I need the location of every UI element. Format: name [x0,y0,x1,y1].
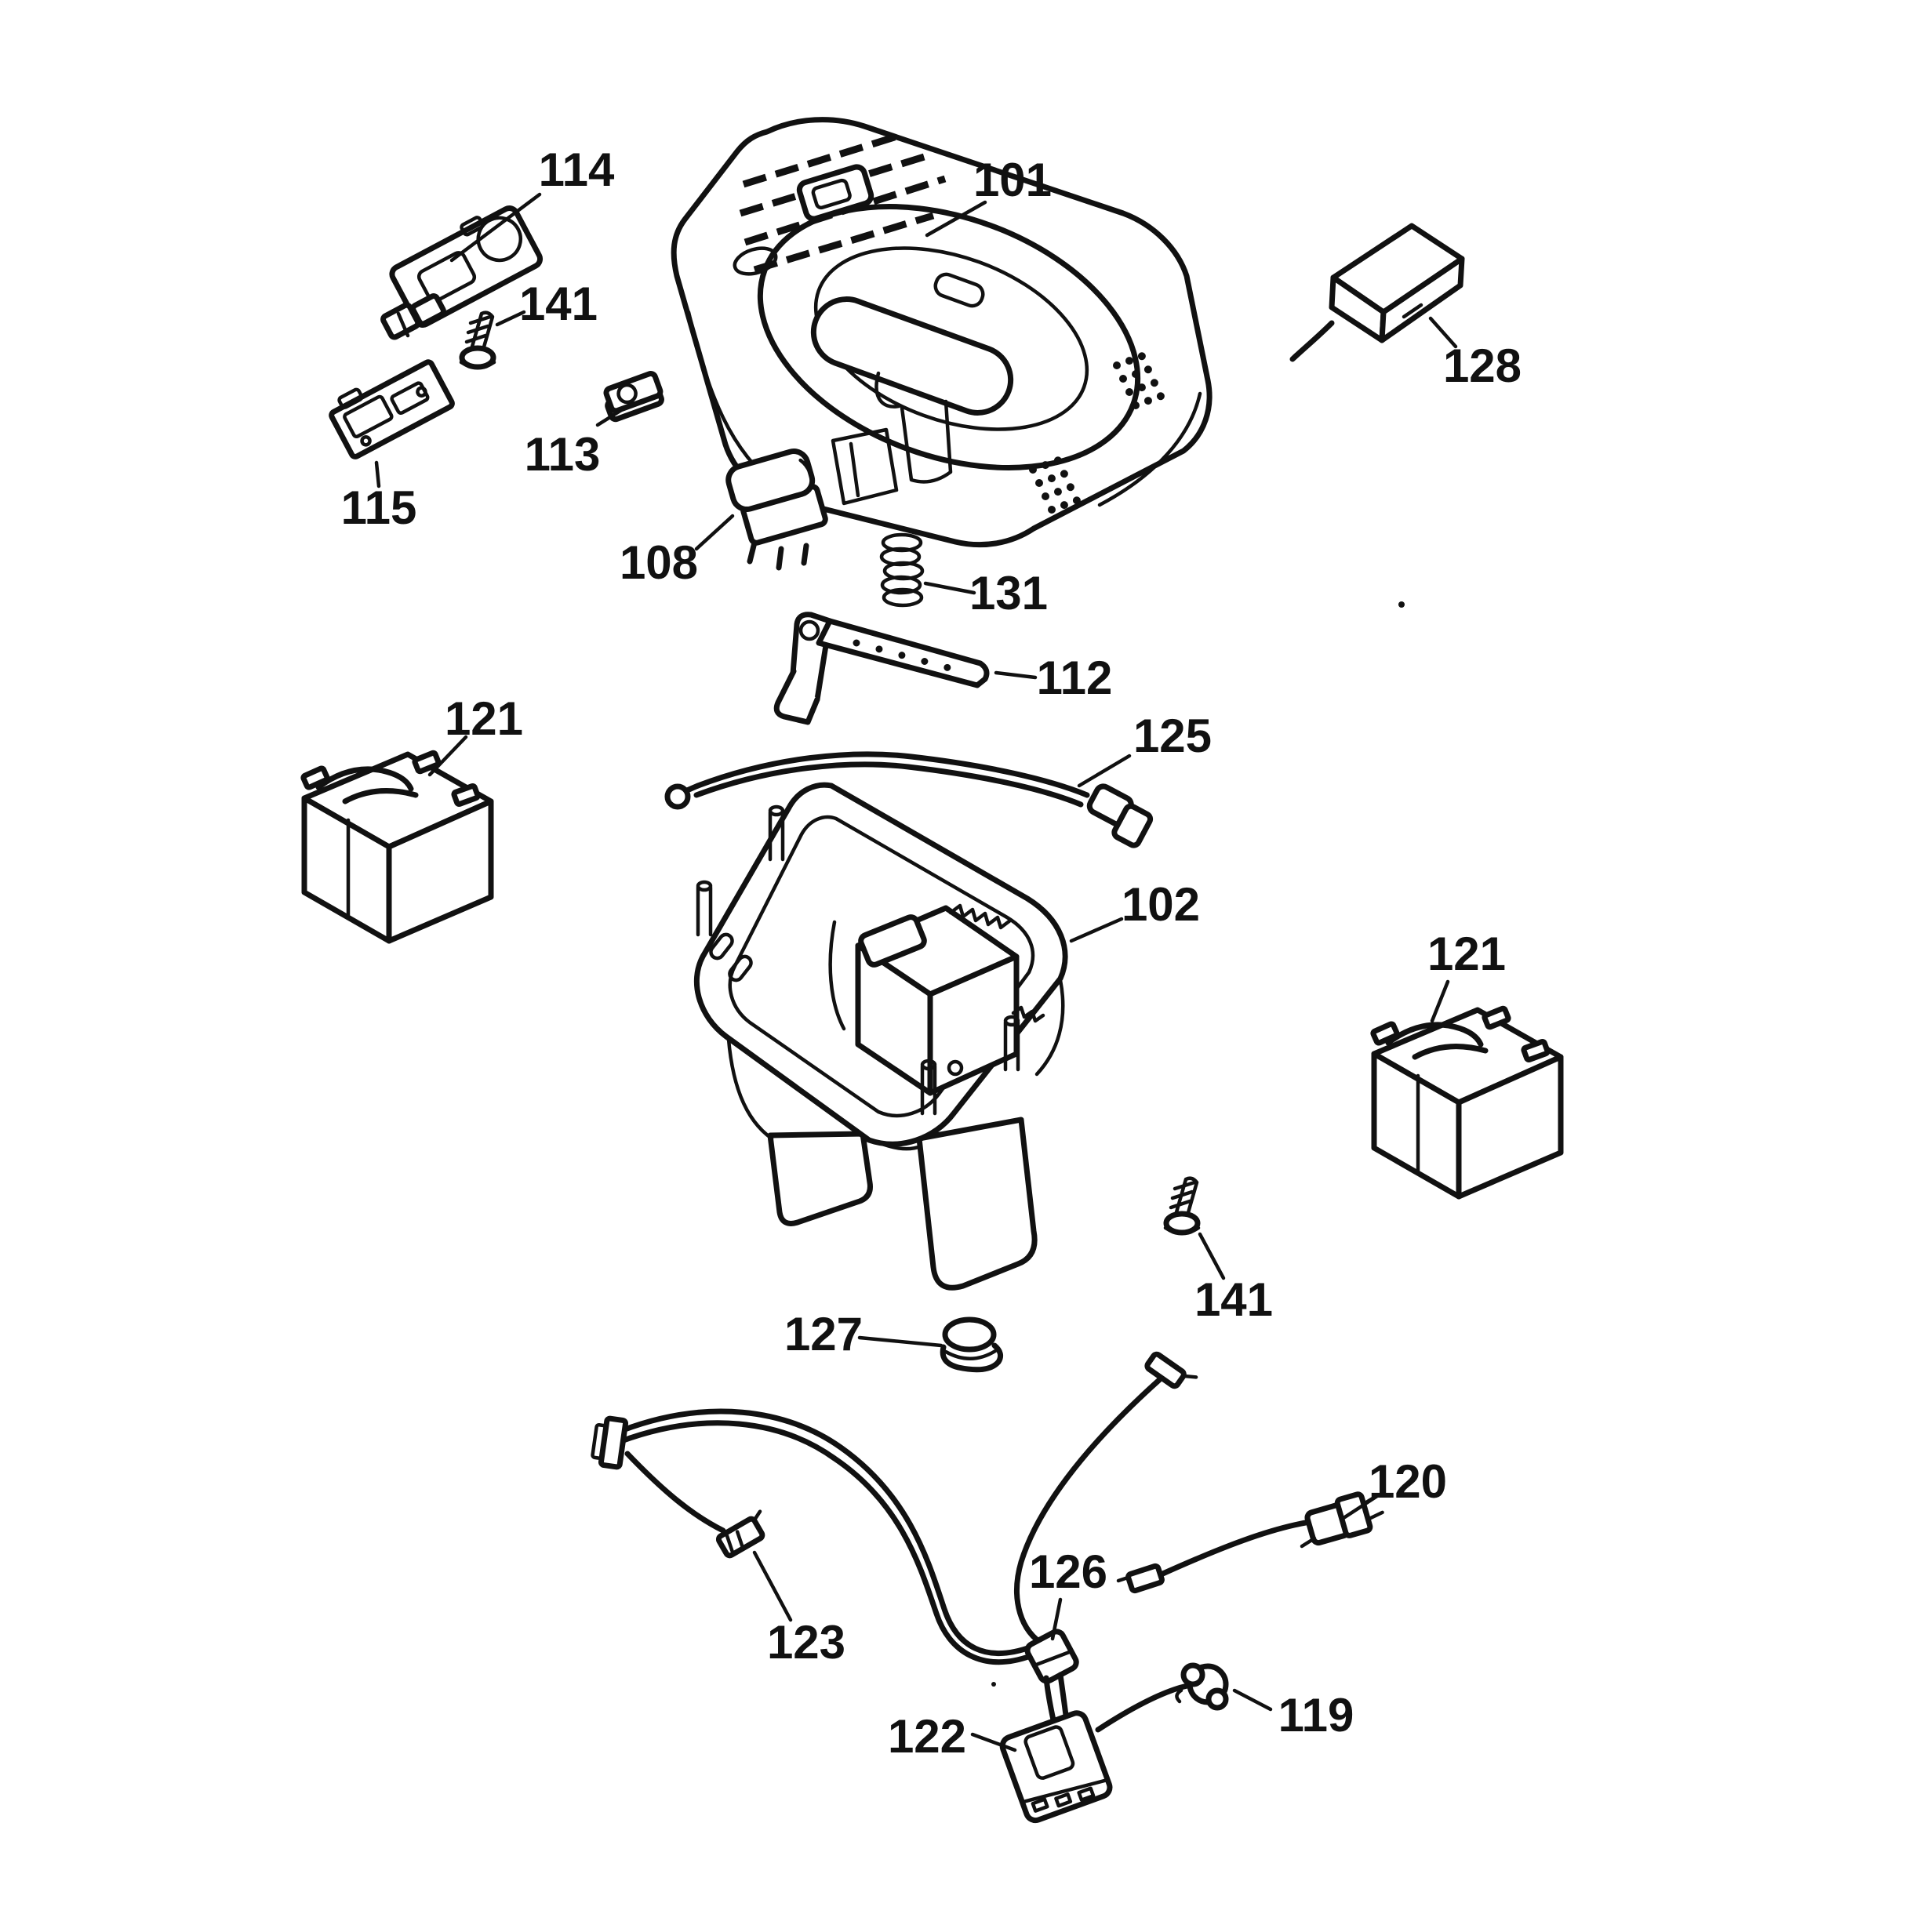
callout-121-right-label: 121 [1427,928,1506,980]
harness-terminal [1144,1351,1198,1389]
leader-101 [925,200,987,238]
callout-123-label: 123 [767,1616,845,1669]
leader-122 [970,1732,1017,1752]
part-112-handle-lever [773,612,990,725]
callout-108-label: 108 [620,536,698,589]
callout-127-label: 127 [784,1308,863,1360]
callout-125-label: 125 [1133,710,1212,762]
leader-141-bottom [1198,1232,1226,1280]
leader-123 [752,1550,793,1622]
leader-115 [374,460,381,488]
part-114-mounting-bracket [380,205,544,340]
vent-dot-grid [1029,350,1169,514]
leader-126 [1050,1597,1063,1641]
harness-end-plug [591,1415,629,1470]
leader-112 [994,670,1038,680]
leader-121-left [427,735,468,777]
part-141-screw-top [461,313,494,368]
display-window [796,164,874,222]
callout-labels: 114 141 101 128 113 115 108 131 112 121 … [341,143,1522,1763]
callout-141-top-label: 141 [519,278,598,330]
part-101-top-cover [671,117,1213,548]
part-108-rocker-switch [725,448,828,571]
part-121-battery-right [1373,1008,1561,1197]
part-119-grommet [1175,1662,1229,1711]
part-122-wire-harness [591,1351,1229,1824]
callout-102-label: 102 [1122,878,1200,931]
callout-121-left-label: 121 [445,692,523,745]
leader-120 [1339,1494,1380,1522]
part-102-base-housing [693,782,1068,1291]
part-123-connector [715,1509,765,1559]
bracket-hole [476,216,523,263]
callout-120-label: 120 [1369,1455,1447,1508]
adapter-cord [1289,320,1335,362]
leader-128 [1428,316,1458,349]
part-121-battery-left [303,752,491,941]
callout-126-label: 126 [1029,1545,1107,1598]
leader-lines [374,192,1458,1752]
callout-141-bottom-label: 141 [1194,1273,1273,1326]
leader-131 [923,581,976,595]
part-127-grommet [940,1316,1004,1373]
callout-113-label: 113 [525,428,601,481]
print-speck [1398,601,1405,608]
callout-122-label: 122 [888,1710,966,1763]
callout-115-label: 115 [341,481,417,534]
callout-128-label: 128 [1443,340,1522,392]
ring-terminal [664,783,691,810]
leader-119 [1232,1688,1273,1712]
leader-141-top [495,310,526,327]
part-141-screw-bottom [1165,1178,1198,1233]
leader-114 [449,192,542,263]
leader-102 [1069,917,1124,943]
callout-101-label: 101 [973,154,1052,206]
callout-119-label: 119 [1278,1689,1354,1741]
part-122-plug [999,1710,1113,1824]
pivot-hole [798,619,820,641]
part-113-push-button [603,371,664,423]
handle-grip-slot [810,296,1014,416]
leader-113 [595,407,625,427]
callout-131-label: 131 [969,567,1048,619]
part-115-circuit-board [329,359,455,459]
print-speck [991,1682,996,1687]
callout-114-label: 114 [539,143,615,196]
part-131-spring [879,532,925,608]
part-120-cable [1116,1491,1384,1594]
switch-pins [747,539,809,571]
leader-108 [694,514,735,551]
part-125-jumper-wire [664,751,1154,848]
leader-127 [857,1335,944,1348]
callout-112-label: 112 [1037,652,1113,704]
wire-connector-end [1086,783,1154,848]
leader-125 [1077,754,1132,788]
part-128-power-adapter [1289,223,1465,362]
leader-121-right [1430,979,1450,1023]
